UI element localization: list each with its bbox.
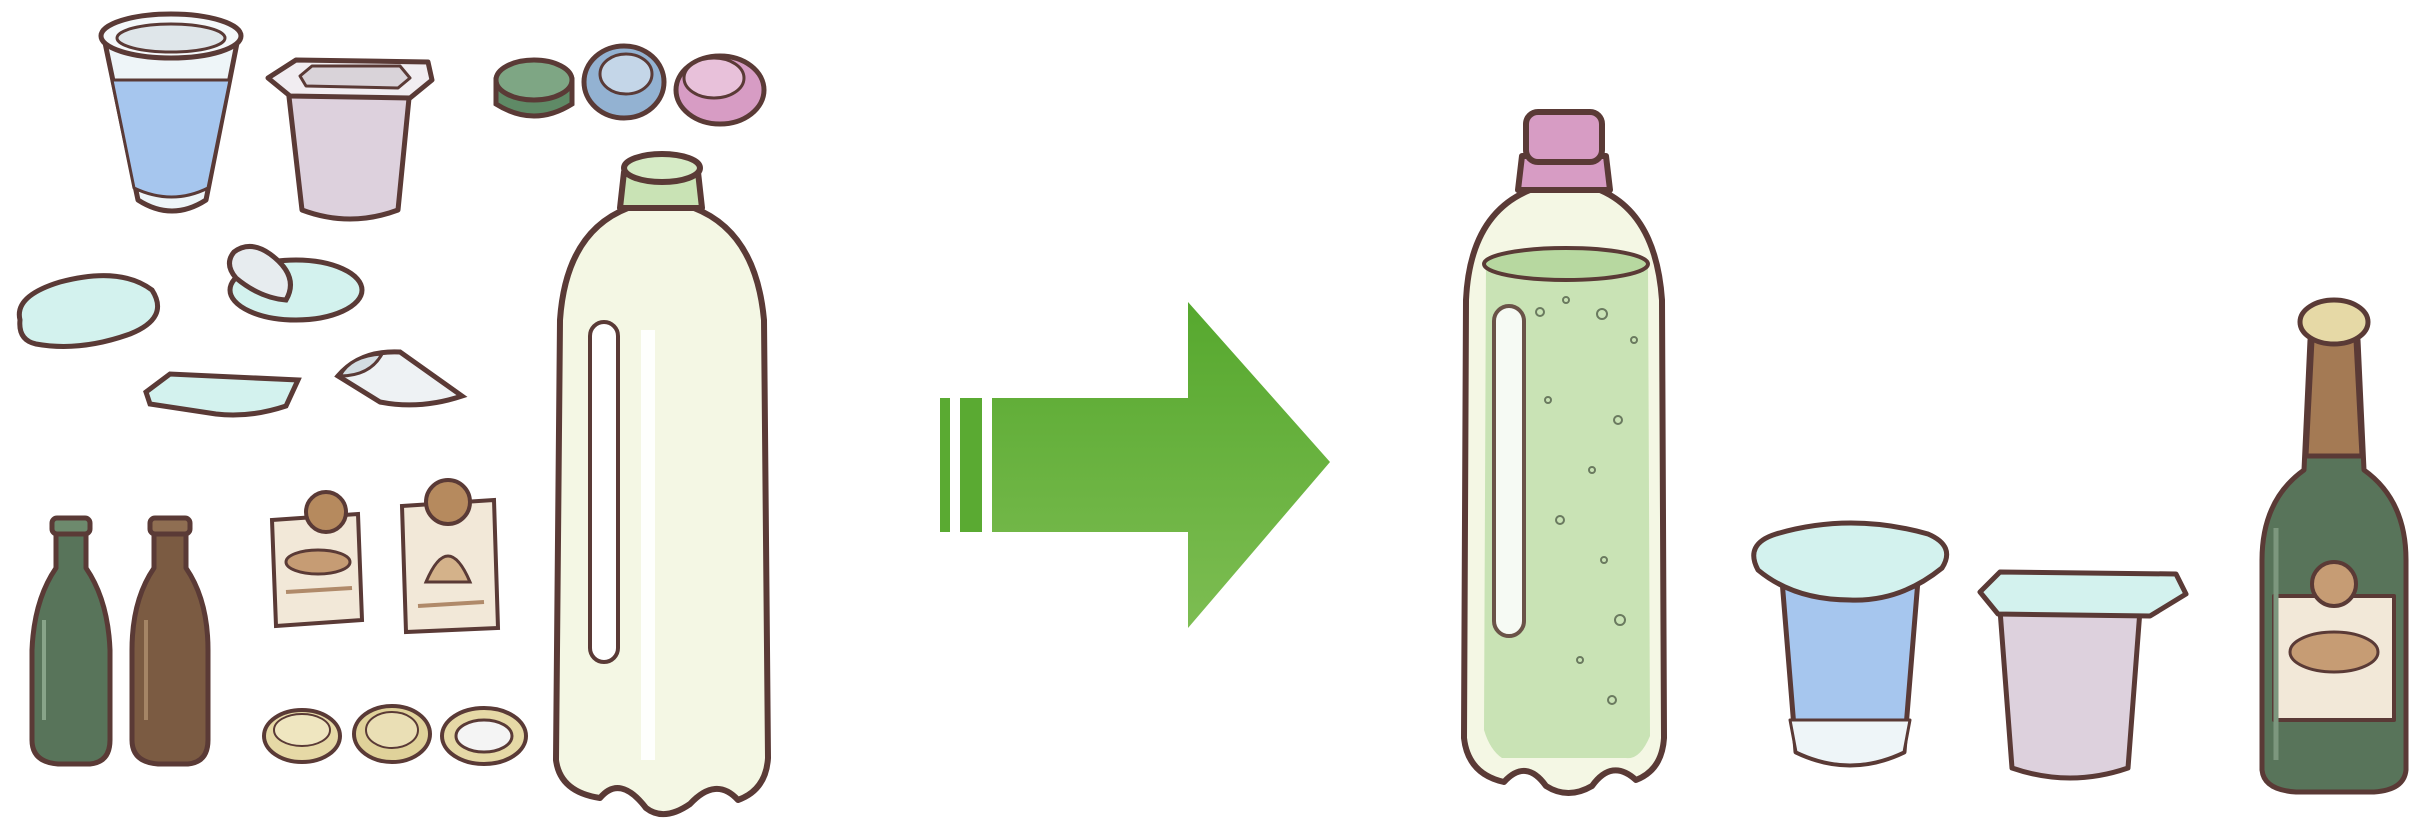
cup-lid xyxy=(19,276,157,347)
crown-cap-one xyxy=(264,710,340,762)
label-two xyxy=(402,480,498,632)
brown-glass-bottle xyxy=(132,518,208,764)
pink-cap xyxy=(676,56,764,124)
filled-soda-bottle xyxy=(1464,112,1664,793)
lidded-cup xyxy=(1754,523,1947,765)
right-group xyxy=(1464,112,2406,793)
yogurt-pot xyxy=(268,60,432,219)
empty-plastic-bottle xyxy=(556,154,768,814)
crown-caps xyxy=(264,706,526,764)
sealed-beer-bottle xyxy=(2262,300,2406,792)
bottle-caps xyxy=(496,46,764,124)
left-group xyxy=(19,14,768,814)
peeled-foil-lid xyxy=(229,246,362,320)
crown-cap-three xyxy=(442,708,526,764)
flat-foil xyxy=(146,374,298,415)
lidded-yogurt-pot xyxy=(1980,572,2186,778)
curled-foil xyxy=(338,352,462,405)
bottle-labels xyxy=(272,480,498,632)
arrow-right-icon xyxy=(940,302,1330,628)
blue-cap xyxy=(584,46,664,118)
plastic-cup xyxy=(101,14,241,211)
label-one xyxy=(272,492,362,626)
crown-cap-two xyxy=(354,706,430,762)
green-glass-bottle xyxy=(32,518,110,764)
green-cap xyxy=(496,60,572,116)
